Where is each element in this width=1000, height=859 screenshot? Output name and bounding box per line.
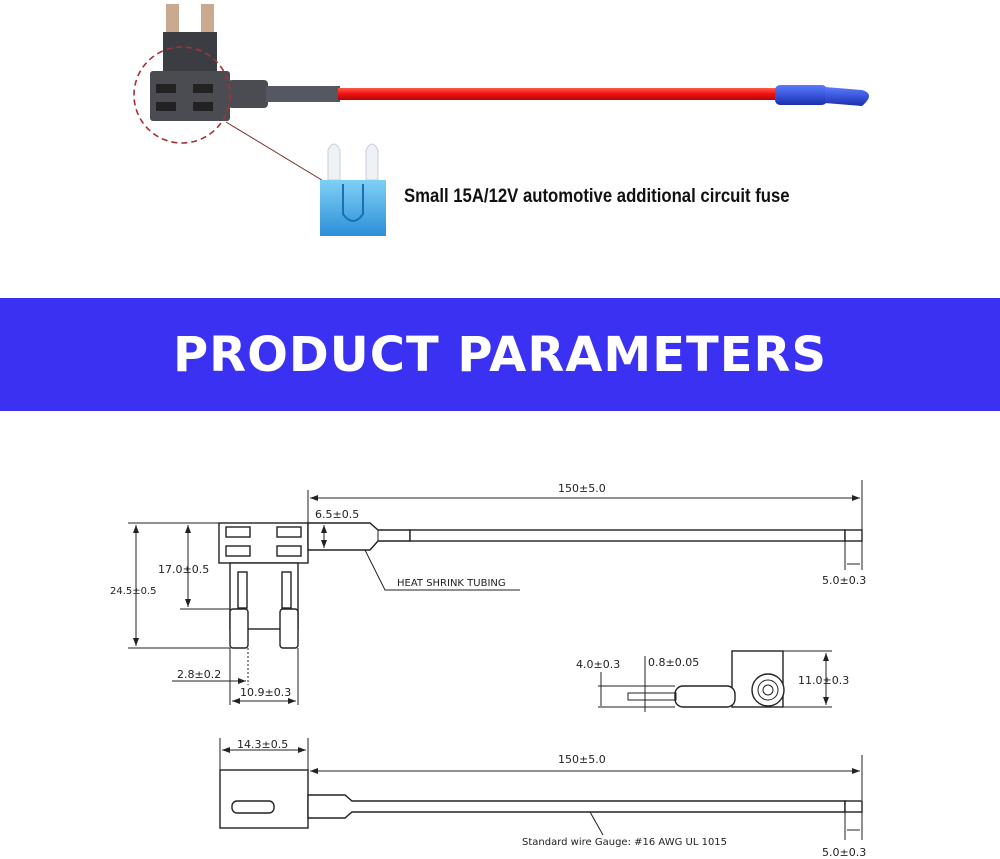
dim-side-overall-length: 150±5.0 bbox=[558, 753, 606, 766]
highlight-circle bbox=[133, 46, 231, 144]
heat-shrink-label: HEAT SHRINK TUBING bbox=[397, 578, 506, 589]
blue-terminal-photo bbox=[775, 85, 869, 106]
dim-heat-shrink: 6.5±0.5 bbox=[315, 508, 359, 521]
terminal-view: 4.0±0.3 0.8±0.05 11.0±0.3 bbox=[576, 650, 849, 712]
dim-terminal-length: 5.0±0.3 bbox=[822, 574, 866, 587]
side-view: 14.3±0.5 150±5.0 Standard wire Gauge: #1… bbox=[219, 738, 866, 859]
red-wire bbox=[338, 88, 778, 100]
fuse-caption: Small 15A/12V automotive additional circ… bbox=[404, 186, 790, 207]
dim-total-height: 24.5±0.5 bbox=[110, 586, 157, 597]
top-view: 150±5.0 6.5±0.5 HEAT SHRINK TUBING 24.5±… bbox=[110, 480, 866, 705]
mini-fuse-photo bbox=[320, 143, 386, 236]
product-photo bbox=[133, 4, 869, 236]
dim-ring-height: 11.0±0.3 bbox=[798, 674, 849, 687]
fuse-tap-holder-photo bbox=[150, 4, 340, 121]
section-banner: PRODUCT PARAMETERS bbox=[0, 298, 1000, 411]
banner-title: PRODUCT PARAMETERS bbox=[172, 326, 828, 383]
dim-pin-thickness: 0.8±0.05 bbox=[648, 656, 699, 669]
dim-body-width: 14.3±0.5 bbox=[237, 738, 288, 751]
wire-gauge-label: Standard wire Gauge: #16 AWG UL 1015 bbox=[522, 837, 727, 848]
dim-side-terminal-length: 5.0±0.3 bbox=[822, 846, 866, 859]
pointer-line bbox=[225, 121, 326, 183]
dim-blade-span: 10.9±0.3 bbox=[240, 686, 291, 699]
dim-overall-length: 150±5.0 bbox=[558, 482, 606, 495]
dim-body-height: 17.0±0.5 bbox=[158, 563, 209, 576]
dim-blade-width: 2.8±0.2 bbox=[177, 668, 221, 681]
dim-pin-height: 4.0±0.3 bbox=[576, 658, 620, 671]
